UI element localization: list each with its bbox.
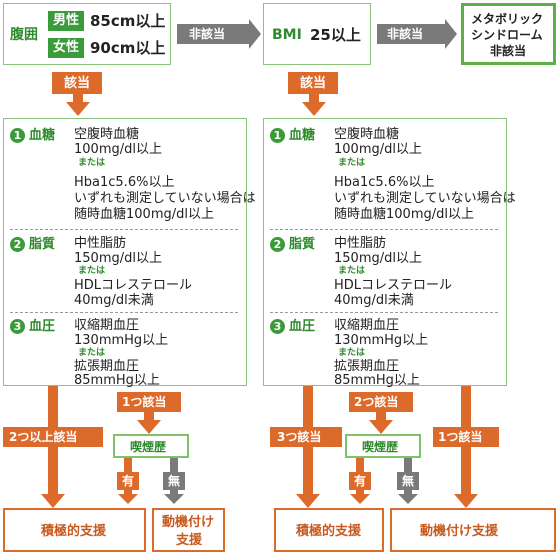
smoking-yes-right: 有 [349, 472, 371, 490]
divider [270, 229, 498, 230]
applicable-arrow-right [302, 94, 326, 116]
smoking-yes-left: 有 [117, 472, 139, 490]
yes-arrowhead-right [350, 490, 370, 504]
bmi-value: 25以上 [310, 26, 361, 44]
female-tag: 女性 [48, 38, 84, 58]
three-applicable-arrowhead [296, 494, 320, 508]
female-value: 90cm以上 [90, 39, 166, 57]
one-applicable-label-right: 1つ該当 [433, 427, 499, 447]
two-or-more-label: 2つ以上該当 [3, 427, 103, 447]
criteria-number-2: 2 [10, 237, 25, 252]
criteria-number-3: 3 [270, 319, 285, 334]
applicable-label-left: 該当 [52, 72, 102, 94]
one-applicable-label-left: 1つ該当 [117, 392, 181, 412]
criteria-title-blood-pressure: 血圧 [289, 319, 316, 334]
yes-arrowhead-left [118, 490, 138, 504]
divider [270, 312, 498, 313]
not-applicable-arrow-2: 非該当 [377, 24, 445, 44]
waist-box: 腹囲 男性 85cm以上 女性 90cm以上 [3, 3, 171, 65]
criteria-title-lipid: 脂質 [289, 237, 316, 252]
criteria-number-1: 1 [270, 128, 285, 143]
criteria-title-blood-sugar: 血糖 [289, 128, 316, 143]
no-shaft-left [170, 458, 178, 472]
not-applicable-arrowhead-2 [445, 19, 457, 49]
applicable-arrow-left [66, 94, 90, 116]
no-arrowhead-left [164, 490, 184, 504]
yes-shaft-right [356, 458, 364, 472]
criteria-number-2: 2 [270, 237, 285, 252]
bmi-box: BMI 25以上 [263, 3, 371, 65]
male-tag: 男性 [48, 11, 84, 31]
one-applicable-arrow-left [137, 412, 161, 434]
smoking-history-box-right: 喫煙歴 [345, 434, 421, 458]
active-support-box-left: 積極的支援 [3, 508, 146, 552]
waist-label: 腹囲 [10, 27, 38, 43]
metabolic-not-applicable-box: メタボリック シンドローム 非該当 [461, 3, 556, 65]
motivation-support-box-left: 動機付け 支援 [152, 508, 225, 552]
divider [10, 229, 238, 230]
no-arrowhead-right [398, 490, 418, 504]
not-applicable-arrowhead-1 [249, 19, 261, 49]
metabolic-line-1: メタボリック [471, 12, 544, 26]
smoking-no-left: 無 [163, 472, 185, 490]
metabolic-line-2: シンドローム [471, 28, 543, 42]
smoking-no-right: 無 [397, 472, 419, 490]
yes-shaft-left [124, 458, 132, 472]
two-applicable-label-right: 2つ該当 [349, 392, 413, 412]
applicable-label-right: 該当 [288, 72, 338, 94]
not-applicable-arrow-1: 非該当 [177, 24, 249, 44]
metabolic-line-3: 非該当 [490, 44, 527, 58]
criteria-number-3: 3 [10, 319, 25, 334]
two-or-more-arrowhead [41, 494, 65, 508]
divider [10, 312, 238, 313]
criteria-title-blood-pressure: 血圧 [29, 319, 56, 334]
criteria-box-left: 1 血糖 空腹時血糖 100mg/dl以上 または Hba1c5.6%以上 いず… [3, 118, 256, 388]
one-applicable-arrowhead-right [454, 494, 478, 508]
no-shaft-right [404, 458, 412, 472]
criteria-box-right: 1 血糖 空腹時血糖 100mg/dl以上 または Hba1c5.6%以上 いず… [263, 118, 516, 388]
active-support-box-right: 積極的支援 [274, 508, 384, 552]
three-applicable-label: 3つ該当 [270, 427, 342, 447]
male-value: 85cm以上 [90, 12, 166, 30]
bmi-label: BMI [272, 27, 302, 43]
motivation-support-box-right: 動機付け支援 [390, 508, 556, 552]
two-applicable-arrow-right [369, 412, 393, 434]
criteria-number-1: 1 [10, 128, 25, 143]
criteria-title-lipid: 脂質 [29, 237, 56, 252]
criteria-title-blood-sugar: 血糖 [29, 128, 56, 143]
smoking-history-box-left: 喫煙歴 [113, 434, 189, 458]
